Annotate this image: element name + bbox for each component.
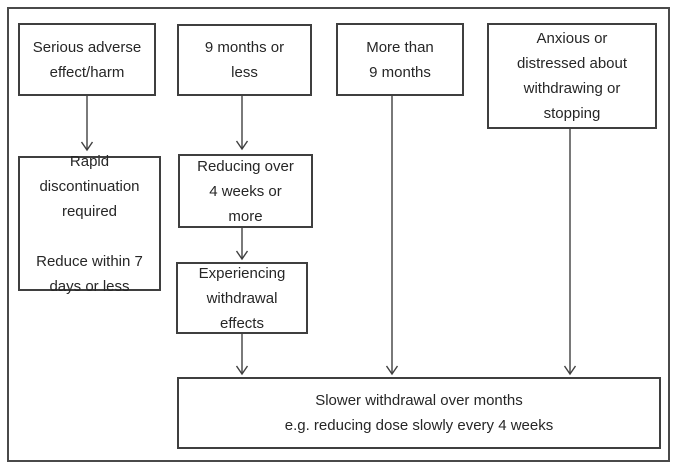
box-reducing-over-4-weeks: Reducing over 4 weeks or more	[178, 154, 313, 228]
box-more-than-9-months: More than 9 months	[336, 23, 464, 96]
box-slower-withdrawal: Slower withdrawal over months e.g. reduc…	[177, 377, 661, 449]
box-anxious-or-distressed: Anxious or distressed about withdrawing …	[487, 23, 657, 129]
box-experiencing-withdrawal-effects: Experiencing withdrawal effects	[176, 262, 308, 334]
box-9-months-or-less: 9 months or less	[177, 24, 312, 96]
box-rapid-discontinuation: Rapid discontinuation required Reduce wi…	[18, 153, 161, 295]
diagram-outer-border	[7, 7, 670, 462]
box-serious-adverse-effect: Serious adverse effect/harm	[18, 23, 156, 96]
